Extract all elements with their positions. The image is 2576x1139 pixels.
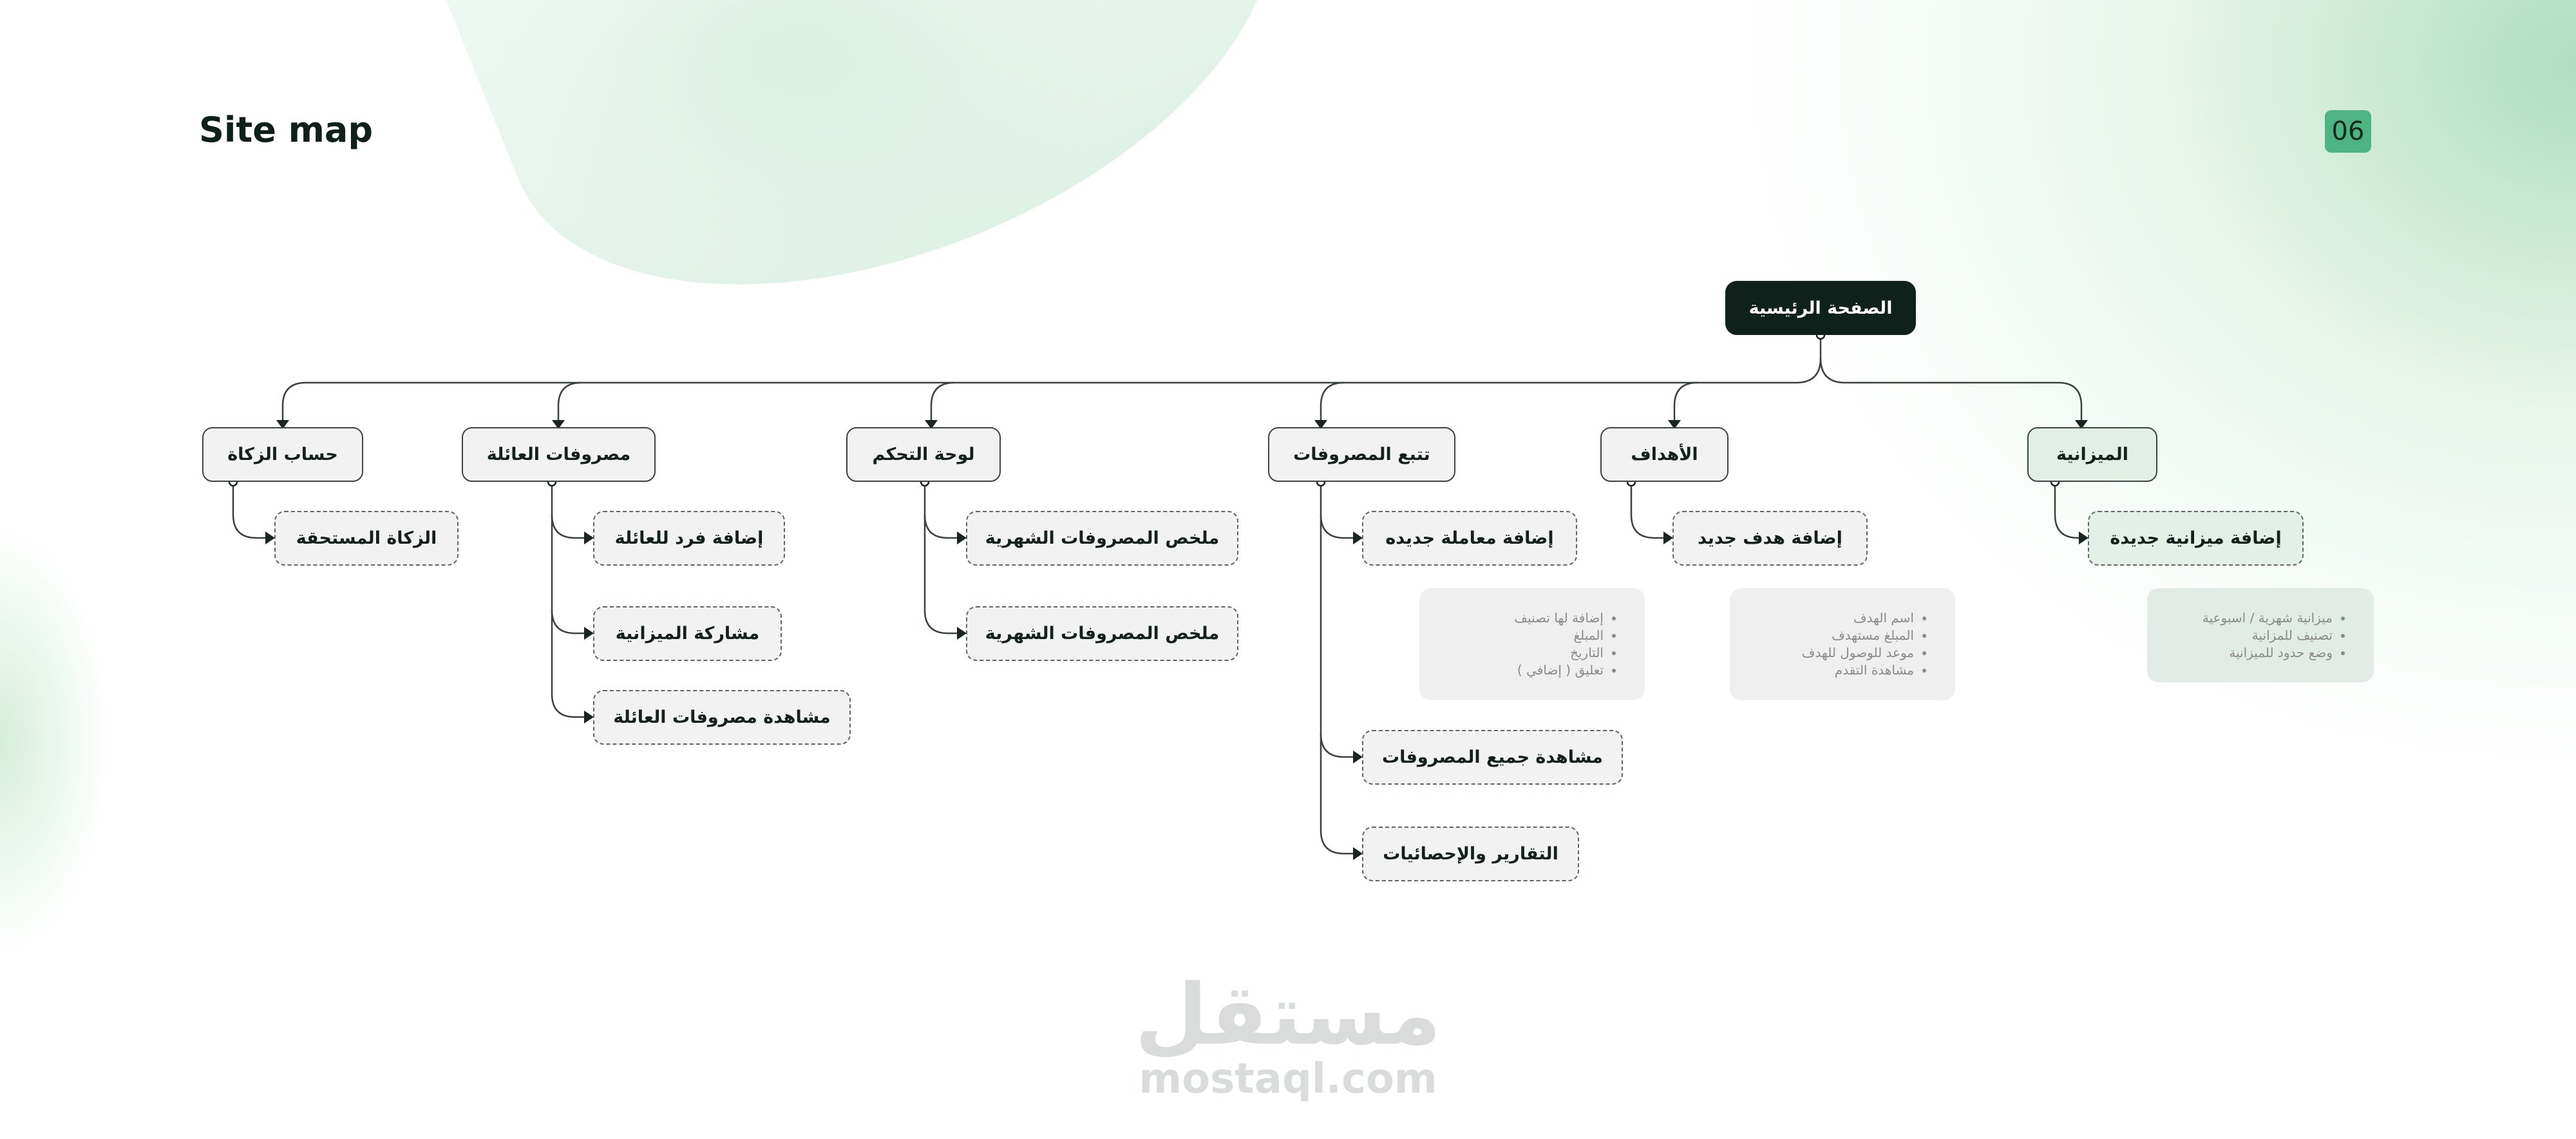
node-add-family-member: إضافة فرد للعائلة — [593, 511, 785, 566]
node-dashboard: لوحة التحكم — [846, 427, 1001, 482]
mostaql-watermark: مستقل mostaql.com — [1121, 973, 1455, 1102]
node-add-goal: إضافة هدف جديد — [1672, 511, 1868, 566]
note-item: موعد للوصول للهدف — [1730, 644, 1914, 662]
node-goals: الأهداف — [1600, 427, 1728, 482]
branch-connector — [1673, 381, 1698, 423]
note-item: المبلغ — [1419, 627, 1604, 644]
watermark-arabic: مستقل — [1135, 966, 1441, 1064]
transaction-notes: إضافة لها تصنيف المبلغ التاريخ تعليق ( إ… — [1419, 588, 1645, 700]
node-monthly-summary: ملخص المصروفات الشهرية — [966, 511, 1238, 566]
node-home: الصفحة الرئيسية — [1725, 281, 1916, 335]
node-budget: الميزانية — [2027, 427, 2157, 482]
arrowheads-down — [276, 420, 2088, 429]
node-view-all-expenses: مشاهدة جميع المصروفات — [1362, 730, 1623, 785]
note-item: المبلغ مستهدف — [1730, 627, 1914, 644]
watermark-latin: mostaql.com — [1139, 1055, 1437, 1103]
node-monthly-summary: ملخص المصروفات الشهرية — [966, 606, 1238, 661]
child-connector — [1320, 482, 1356, 539]
branch-connector — [557, 381, 582, 423]
node-due-zakat: الزكاة المستحقة — [274, 511, 459, 566]
child-connector — [551, 610, 587, 718]
node-expense-tracking: تتبع المصروفات — [1268, 427, 1455, 482]
note-item: مشاهدة التقدم — [1730, 662, 1914, 679]
note-item: وضع حدود للميزانية — [2147, 644, 2333, 662]
child-connector — [2054, 482, 2081, 539]
node-family-expenses: مصروفات العائلة — [462, 427, 656, 482]
note-item: التاريخ — [1419, 644, 1604, 662]
branch-connector — [1320, 381, 1345, 423]
root-connector — [281, 335, 1822, 423]
node-add-budget: إضافة ميزانية جديدة — [2088, 511, 2304, 566]
page-number-badge: 06 — [2325, 110, 2371, 153]
note-item: اسم الهدف — [1730, 609, 1914, 627]
child-connector — [923, 482, 960, 539]
note-item: ميزانية شهرية / اسبوعية — [2147, 609, 2333, 627]
child-connector — [923, 515, 960, 635]
budget-notes: ميزانية شهرية / اسبوعية تصنيف للمزانية و… — [2147, 588, 2374, 682]
child-connector — [551, 482, 587, 539]
child-connector — [1630, 482, 1666, 539]
note-item: تعليق ( إضافي ) — [1419, 662, 1604, 679]
node-share-budget: مشاركة الميزانية — [593, 606, 782, 661]
root-connector — [1819, 358, 2083, 423]
child-connector — [1320, 734, 1356, 855]
note-item: إضافة لها تصنيف — [1419, 609, 1604, 627]
note-item: تصنيف للمزانية — [2147, 627, 2333, 644]
node-view-family-expenses: مشاهدة مصروفات العائلة — [593, 690, 851, 745]
page-title: Site map — [199, 110, 373, 150]
goals-notes: اسم الهدف المبلغ مستهدف موعد للوصول للهد… — [1730, 588, 1955, 700]
node-zakat: حساب الزكاة — [202, 427, 363, 482]
child-connector — [232, 482, 268, 539]
arrowheads-right — [265, 531, 2088, 860]
branch-connector — [930, 381, 955, 423]
node-reports: التقارير والإحصائيات — [1362, 827, 1579, 881]
node-add-transaction: إضافة معاملة جديده — [1362, 511, 1577, 566]
child-connector — [1320, 515, 1356, 758]
